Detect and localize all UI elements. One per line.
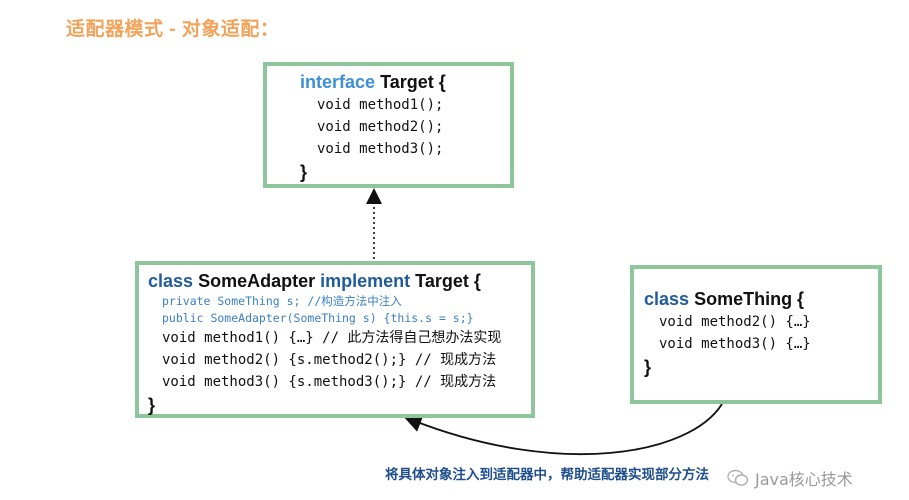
target-close-brace: } xyxy=(300,162,308,182)
class-keyword: class xyxy=(644,289,690,309)
target-method-line: void method3(); xyxy=(317,141,444,157)
injection-caption: 将具体对象注入到适配器中，帮助适配器实现部分方法 xyxy=(385,467,709,482)
something-declaration: class SomeThing { xyxy=(644,287,878,311)
something-method-line: void method2() {…} xyxy=(659,314,811,330)
class-keyword: class xyxy=(148,271,194,291)
adapter-constructor-line: public SomeAdapter(SomeThing s) {this.s … xyxy=(162,311,474,325)
target-name: Target { xyxy=(380,72,446,92)
adapter-target-name: Target { xyxy=(415,271,481,291)
something-method-line: void method3() {…} xyxy=(659,336,811,352)
something-class-box: class SomeThing { void method2() {…} voi… xyxy=(630,265,882,404)
something-close-brace: } xyxy=(644,357,652,377)
watermark-text: Java核心技术 xyxy=(755,470,853,489)
target-method-line: void method1(); xyxy=(317,97,444,113)
adapter-class-box: class SomeAdapter implement Target { pri… xyxy=(135,261,535,418)
target-method-line: void method2(); xyxy=(317,119,444,135)
target-interface-box: interface Target { void method1(); void … xyxy=(263,62,514,188)
adapter-close-brace: } xyxy=(148,395,156,415)
adapter-method-line: void method3() {s.method3();} // 现成方法 xyxy=(162,374,497,390)
target-declaration: interface Target { xyxy=(300,70,510,94)
page-title: 适配器模式 - 对象适配： xyxy=(66,19,280,40)
adapter-field-line: private SomeThing s; //构造方法中注入 xyxy=(162,294,402,308)
adapter-name: SomeAdapter xyxy=(198,271,316,291)
wechat-icon xyxy=(727,469,749,486)
adapter-method-line: void method1() {…} // 此方法得自己想办法实现 xyxy=(162,330,502,346)
adapter-declaration: class SomeAdapter implement Target { xyxy=(148,269,531,293)
injection-arrow xyxy=(403,403,723,456)
interface-keyword: interface xyxy=(300,72,376,92)
adapter-method-line: void method2() {s.method2();} // 现成方法 xyxy=(162,352,497,368)
implement-keyword: implement xyxy=(320,271,411,291)
watermark: Java核心技术 xyxy=(727,466,853,490)
something-name: SomeThing { xyxy=(694,289,805,309)
